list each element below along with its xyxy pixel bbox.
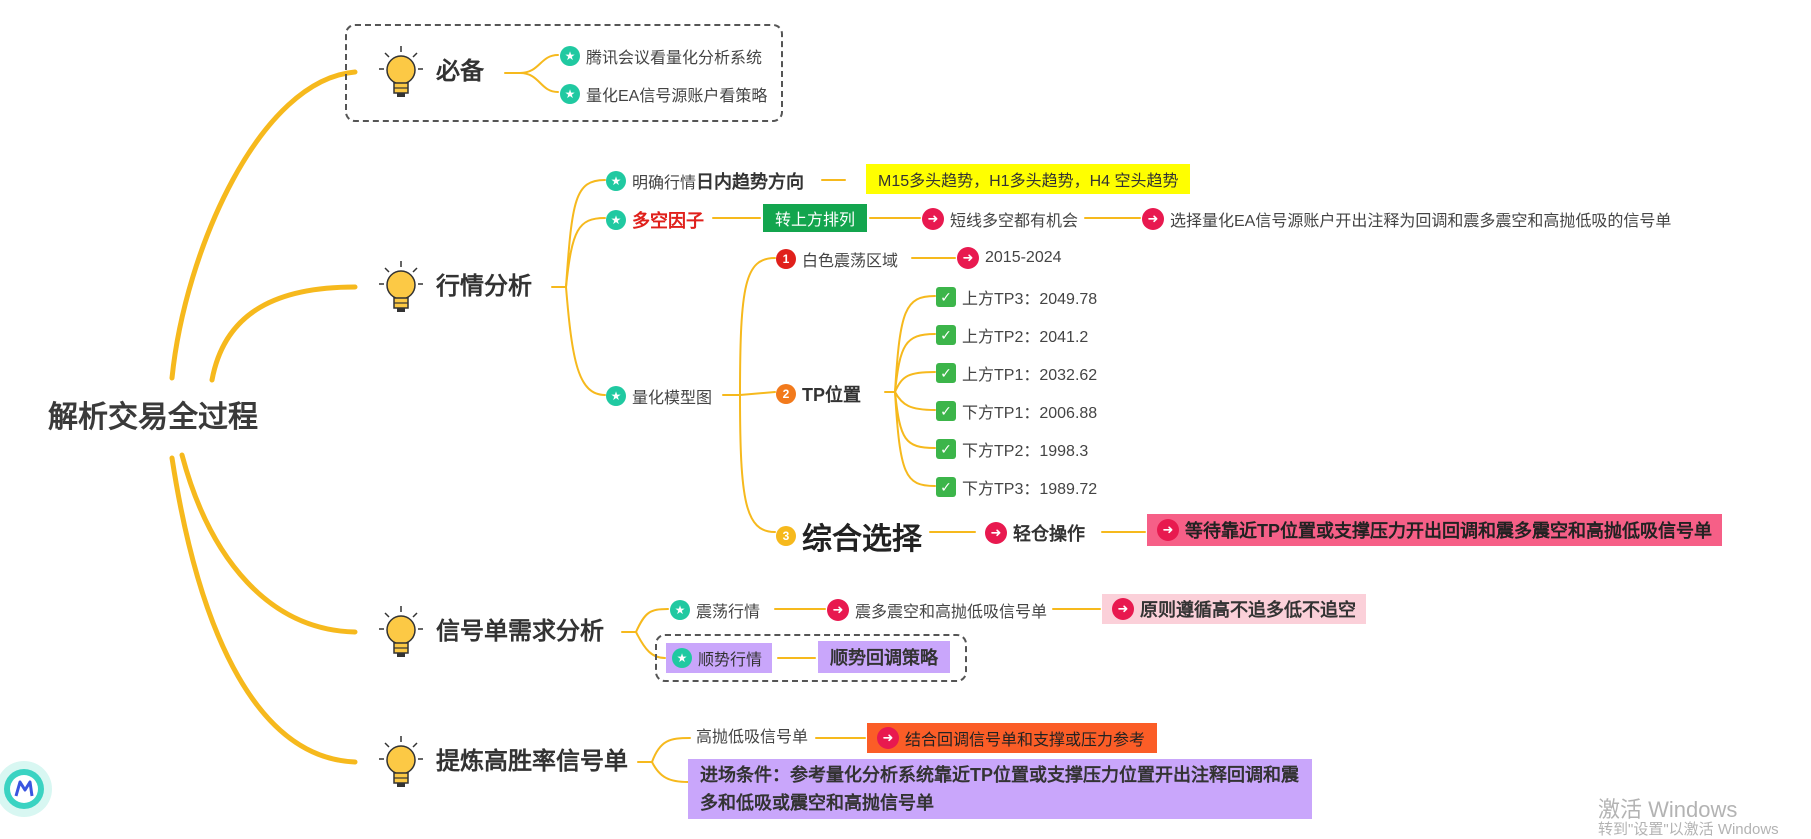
star-icon: ★ xyxy=(560,46,580,66)
lightbulb-icon xyxy=(379,261,423,312)
star-icon: ★ xyxy=(560,84,580,104)
number-badge-icon: 1 xyxy=(776,249,796,269)
check-icon: ✓ xyxy=(936,363,956,383)
lightbulb-icon xyxy=(379,606,423,657)
branch-title-xinhao[interactable]: 信号单需求分析 xyxy=(436,618,604,645)
range-order-node[interactable]: ➜震多震空和高抛低吸信号单 xyxy=(827,598,1047,622)
range-market-node[interactable]: ★震荡行情 xyxy=(670,598,760,622)
branch-title-hangqing[interactable]: 行情分析 xyxy=(436,273,532,300)
arrow-right-icon: ➜ xyxy=(877,727,899,749)
arrow-right-icon: ➜ xyxy=(1142,208,1164,230)
arrow-right-icon: ➜ xyxy=(1112,598,1134,620)
check-icon: ✓ xyxy=(936,477,956,497)
trend-market-badge[interactable]: ★顺势行情 xyxy=(666,643,773,673)
check-icon: ✓ xyxy=(936,287,956,307)
lightbulb-icon xyxy=(379,46,423,97)
light-position-node[interactable]: ➜轻仓操作 xyxy=(985,520,1085,546)
trend-direction-node[interactable]: ★ 明确行情 日内趋势方向 xyxy=(606,168,804,194)
tp-level-2[interactable]: ✓上方TP2：2041.2 xyxy=(936,323,1088,347)
star-icon: ★ xyxy=(606,386,626,406)
check-icon: ✓ xyxy=(936,401,956,421)
hilo-order-node[interactable]: 高抛低吸信号单 xyxy=(696,729,809,746)
watermark-subtitle: 转到"设置"以激活 Windows xyxy=(1598,821,1779,838)
lightbulb-icon xyxy=(379,736,423,787)
arrow-right-icon: ➜ xyxy=(985,522,1007,544)
bibei-item-1[interactable]: ★腾讯会议看量化分析系统 xyxy=(560,44,762,68)
arrow-right-icon: ➜ xyxy=(1157,519,1179,541)
trend-note-badge[interactable]: M15多头趋势，H1多头趋势，H4 空头趋势 xyxy=(866,164,1191,194)
branch-title-bibei[interactable]: 必备 xyxy=(436,58,484,85)
factor-node[interactable]: ★ 多空因子 xyxy=(606,207,704,233)
model-node[interactable]: ★量化模型图 xyxy=(606,384,712,408)
factor-tag-badge[interactable]: 转上方排列 xyxy=(763,204,868,232)
tp-level-3[interactable]: ✓上方TP1：2032.62 xyxy=(936,361,1097,385)
watermark-title: 激活 Windows xyxy=(1598,797,1738,822)
combine-badge[interactable]: ➜结合回调信号单和支撑或压力参考 xyxy=(867,723,1158,753)
number-badge-icon: 3 xyxy=(776,526,796,546)
star-icon: ★ xyxy=(672,648,692,668)
star-icon: ★ xyxy=(670,600,690,620)
zone-years-node[interactable]: ➜2015-2024 xyxy=(957,247,1062,269)
logo-icon xyxy=(0,761,52,817)
branch-title-tilian[interactable]: 提炼高胜率信号单 xyxy=(436,748,628,775)
number-badge-icon: 2 xyxy=(776,384,796,404)
tp-level-6[interactable]: ✓下方TP3：1989.72 xyxy=(936,475,1097,499)
group-frame-trend xyxy=(655,634,967,682)
check-icon: ✓ xyxy=(936,325,956,345)
tp-level-1[interactable]: ✓上方TP3：2049.78 xyxy=(936,285,1097,309)
check-icon: ✓ xyxy=(936,439,956,459)
bibei-item-2[interactable]: ★量化EA信号源账户看策略 xyxy=(560,82,767,106)
factor-chance-node[interactable]: ➜短线多空都有机会 xyxy=(922,207,1078,231)
star-icon: ★ xyxy=(606,171,626,191)
group-frame-bibei xyxy=(345,24,783,122)
arrow-right-icon: ➜ xyxy=(922,208,944,230)
factor-action-node[interactable]: ➜选择量化EA信号源账户开出注释为回调和震多震空和高抛低吸的信号单 xyxy=(1142,207,1671,231)
root-topic[interactable]: 解析交易全过程 xyxy=(48,401,258,434)
tp-level-5[interactable]: ✓下方TP2：1998.3 xyxy=(936,437,1088,461)
principle-badge[interactable]: ➜原则遵循高不追多低不追空 xyxy=(1102,594,1366,624)
arrow-right-icon: ➜ xyxy=(957,247,979,269)
arrow-right-icon: ➜ xyxy=(827,599,849,621)
star-icon: ★ xyxy=(606,210,626,230)
tp-level-4[interactable]: ✓下方TP1：2006.88 xyxy=(936,399,1097,423)
trend-strategy-badge[interactable]: 顺势回调策略 xyxy=(818,641,950,673)
entry-condition-box[interactable]: 进场条件：参考量化分析系统靠近TP位置或支撑压力位置开出注释回调和震多和低吸或震… xyxy=(688,759,1312,819)
wait-signal-badge[interactable]: ➜等待靠近TP位置或支撑压力开出回调和震多震空和高抛低吸信号单 xyxy=(1147,514,1722,546)
